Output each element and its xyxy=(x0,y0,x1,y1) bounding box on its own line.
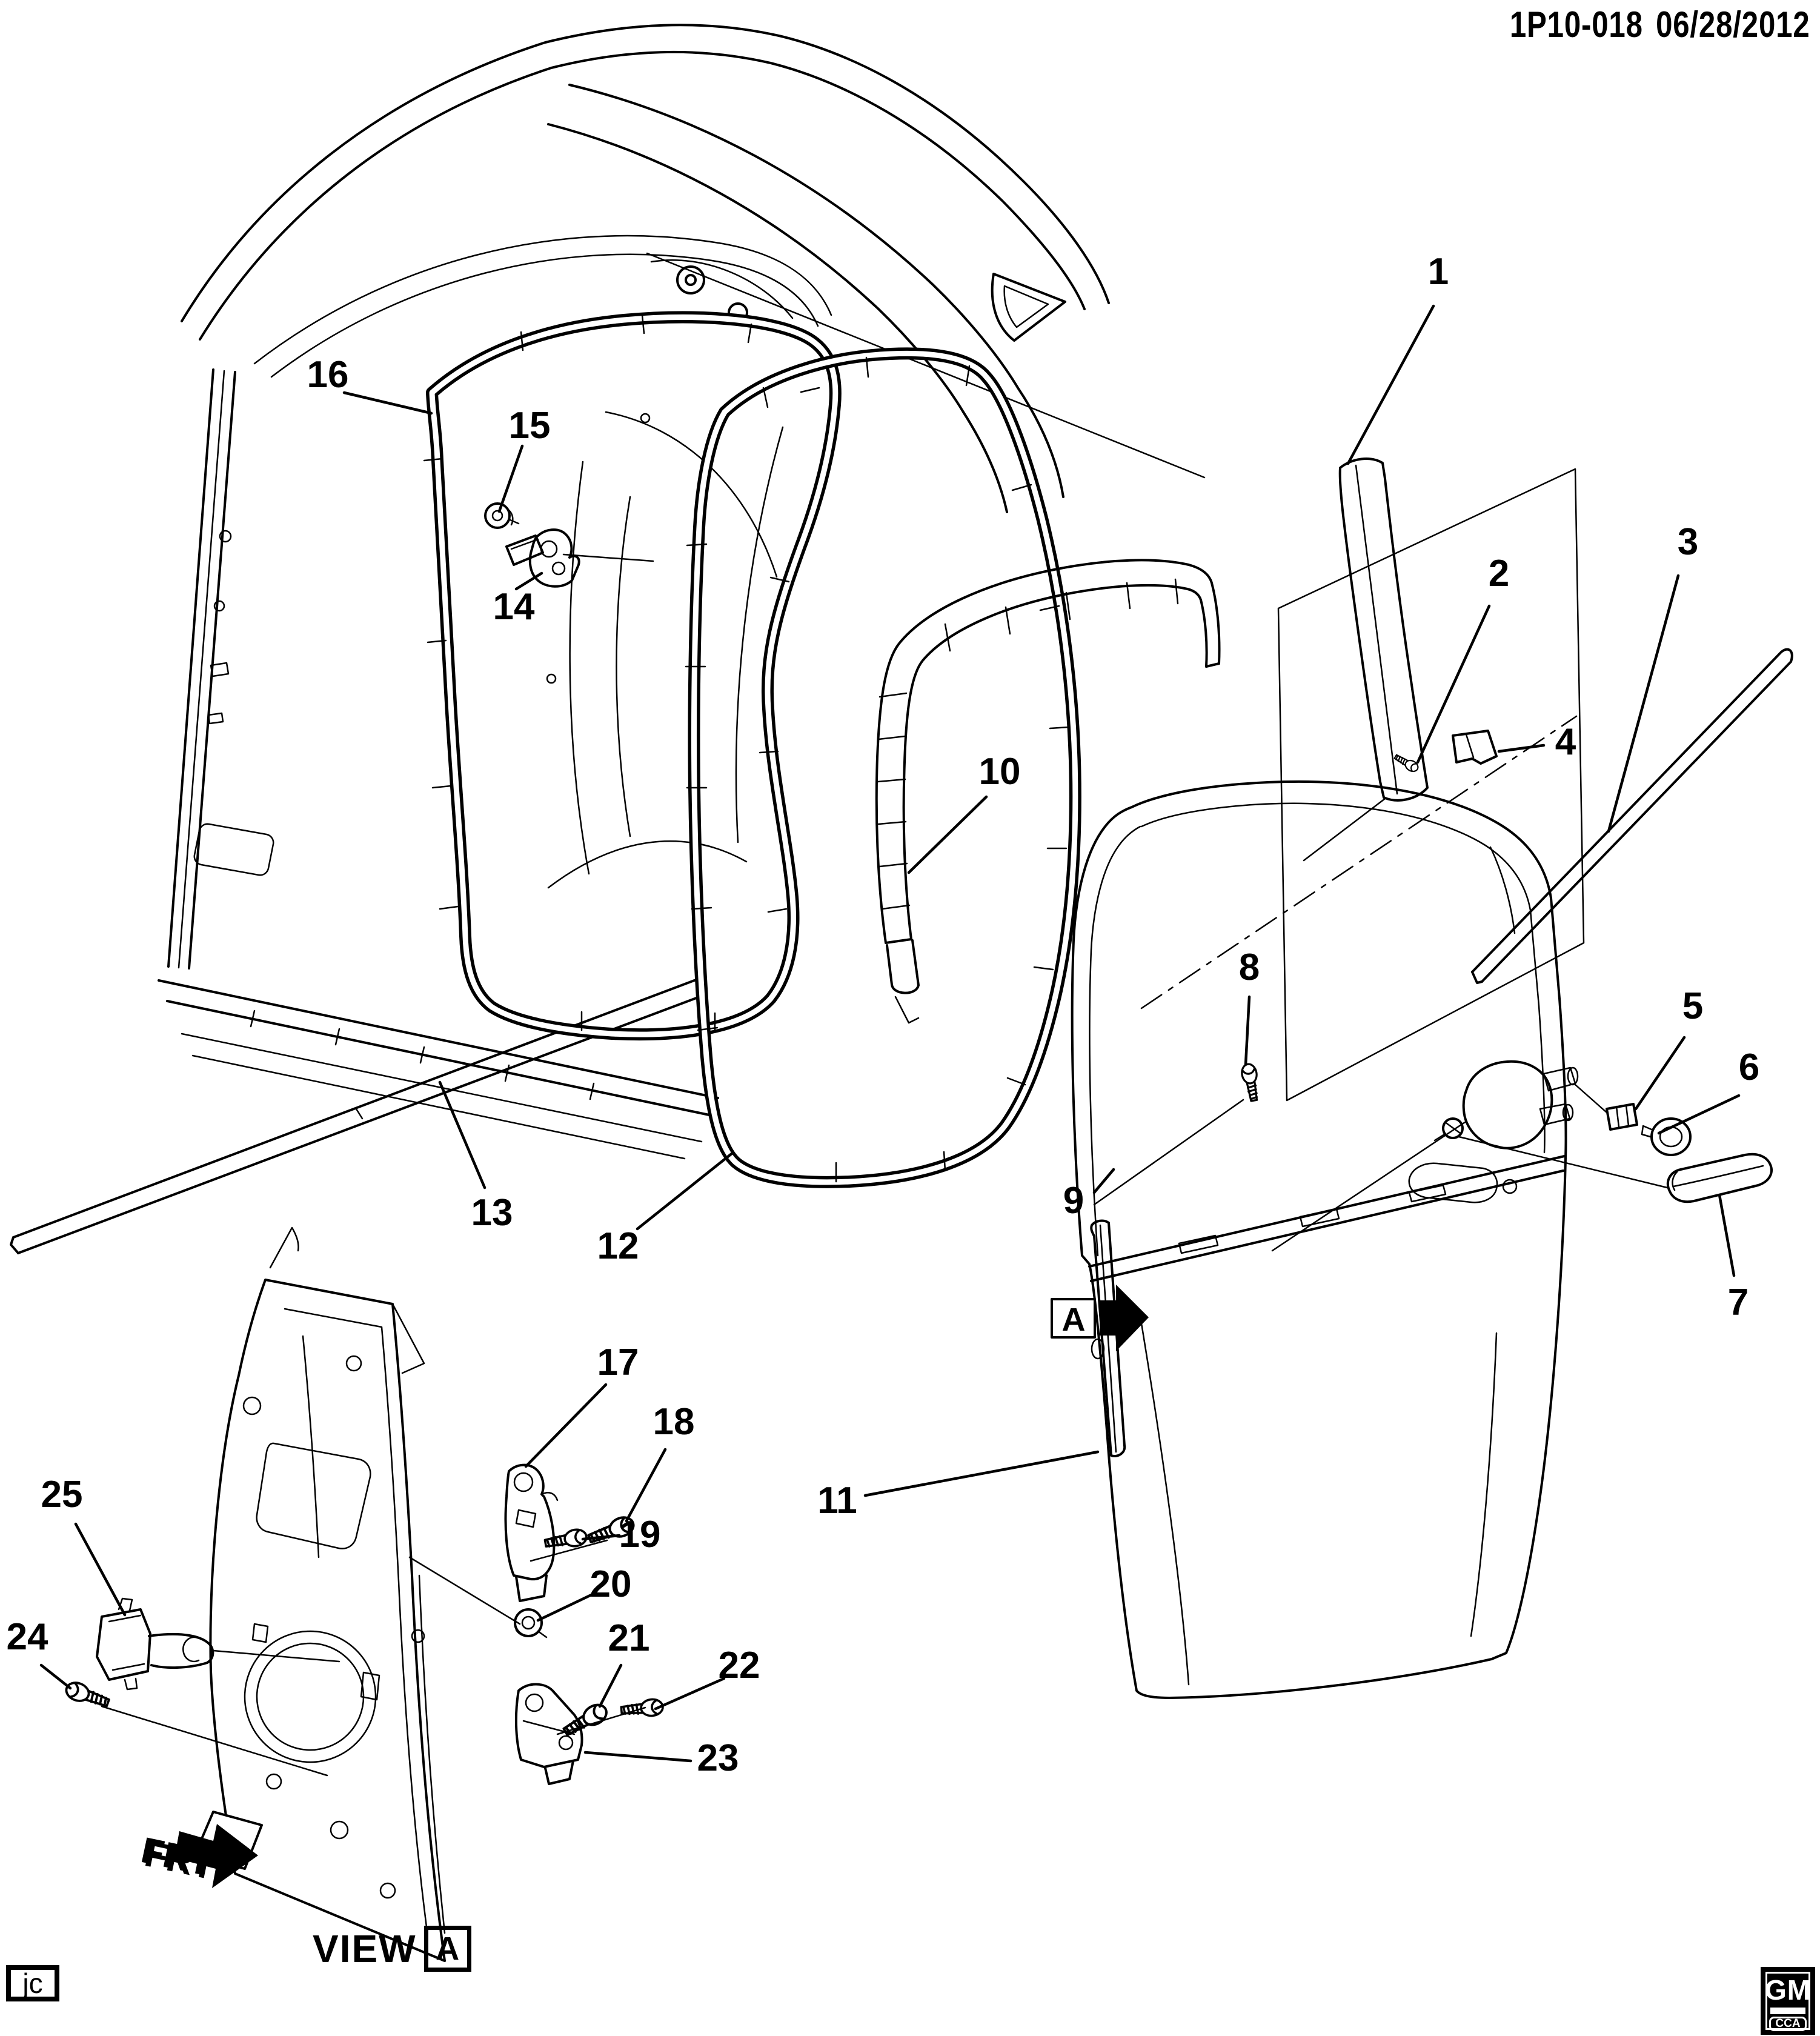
leader-line-9 xyxy=(1092,1168,1115,1194)
leader-line-8 xyxy=(1244,995,1251,1066)
door-check-assembly xyxy=(62,1597,340,1777)
callout-9: 9 xyxy=(1063,1179,1084,1222)
callout-5: 5 xyxy=(1682,985,1704,1027)
callout-16: 16 xyxy=(307,353,349,396)
applique-and-belt-molding xyxy=(1303,457,1793,984)
gm-division-badge: CCA xyxy=(1769,2017,1807,2031)
callout-25: 25 xyxy=(41,1473,83,1515)
leader-line-23 xyxy=(583,1751,692,1763)
view-word: VIEW xyxy=(313,1927,417,1971)
callout-20: 20 xyxy=(590,1563,632,1605)
callout-8: 8 xyxy=(1238,946,1260,988)
leader-line-7 xyxy=(1718,1193,1736,1277)
section-a-marker: A xyxy=(1051,1285,1149,1351)
leader-line-18 xyxy=(625,1448,667,1523)
view-letter: A xyxy=(436,1931,460,1967)
door-frame-screw xyxy=(1093,1062,1263,1206)
body-opening-weatherstrip xyxy=(423,311,842,1041)
callout-13: 13 xyxy=(471,1191,513,1234)
callout-6: 6 xyxy=(1738,1046,1760,1088)
view-letter-box: A xyxy=(423,1926,471,1972)
drawing-header: 1P10-018 06/28/2012 xyxy=(1497,4,1810,45)
gm-brand-text: GM xyxy=(1764,1974,1812,2006)
leader-line-15 xyxy=(497,444,524,513)
leader-line-25 xyxy=(74,1522,127,1617)
drawing-number: 1P10-018 xyxy=(1510,4,1644,45)
callout-22: 22 xyxy=(718,1644,760,1686)
leader-line-20 xyxy=(536,1593,593,1622)
author-initials: jc xyxy=(22,1968,43,1999)
callout-10: 10 xyxy=(978,750,1021,793)
callout-21: 21 xyxy=(608,1617,650,1659)
gm-logo-bar xyxy=(1770,2008,1805,2014)
drawing-date: 06/28/2012 xyxy=(1656,4,1810,45)
view-a-label: VIEW A xyxy=(313,1926,471,1972)
gm-logo-border xyxy=(1765,1972,1810,2030)
phantom-reference-lines xyxy=(1140,468,1585,1102)
leader-line-3 xyxy=(1607,574,1680,833)
leader-line-13 xyxy=(438,1080,487,1189)
callout-15: 15 xyxy=(508,404,551,447)
callout-19: 19 xyxy=(619,1513,661,1555)
leader-line-24 xyxy=(39,1663,72,1690)
leader-line-17 xyxy=(524,1383,608,1468)
gm-logo: GM CCA xyxy=(1761,1967,1815,2035)
leader-line-19 xyxy=(581,1534,621,1541)
leader-line-10 xyxy=(907,795,988,874)
callout-3: 3 xyxy=(1677,521,1699,563)
leader-line-4 xyxy=(1497,744,1546,753)
callout-18: 18 xyxy=(653,1400,695,1443)
callout-12: 12 xyxy=(597,1225,639,1267)
leader-line-16 xyxy=(342,391,433,415)
hinges-and-fasteners xyxy=(408,1463,665,1785)
glass-run-channel xyxy=(875,559,1221,1024)
leader-line-21 xyxy=(598,1663,623,1708)
callout-14: 14 xyxy=(493,585,535,628)
leader-line-2 xyxy=(1416,604,1491,764)
leader-line-1 xyxy=(1346,304,1435,465)
leader-line-6 xyxy=(1657,1094,1741,1135)
leader-line-5 xyxy=(1634,1036,1686,1111)
striker-and-pin xyxy=(484,502,654,588)
callout-24: 24 xyxy=(6,1615,48,1658)
section-a-arrow xyxy=(1100,1285,1149,1351)
gm-division-text: CCA xyxy=(1775,2017,1801,2030)
leader-line-12 xyxy=(636,1151,735,1231)
section-a-letter: A xyxy=(1062,1302,1086,1338)
leader-line-22 xyxy=(654,1677,726,1711)
callout-17: 17 xyxy=(597,1341,639,1383)
leader-line-14 xyxy=(514,571,543,591)
door-weatherstrip xyxy=(685,347,1081,1188)
callout-11: 11 xyxy=(817,1479,857,1522)
callout-2: 2 xyxy=(1488,552,1510,594)
rear-door-panel xyxy=(1071,780,1567,1699)
callout-7: 7 xyxy=(1727,1281,1749,1323)
callout-1: 1 xyxy=(1427,250,1449,293)
callout-23: 23 xyxy=(697,1737,739,1779)
leader-line-11 xyxy=(863,1450,1100,1497)
author-initials-box: jc xyxy=(6,1965,59,2001)
callout-4: 4 xyxy=(1555,720,1576,763)
